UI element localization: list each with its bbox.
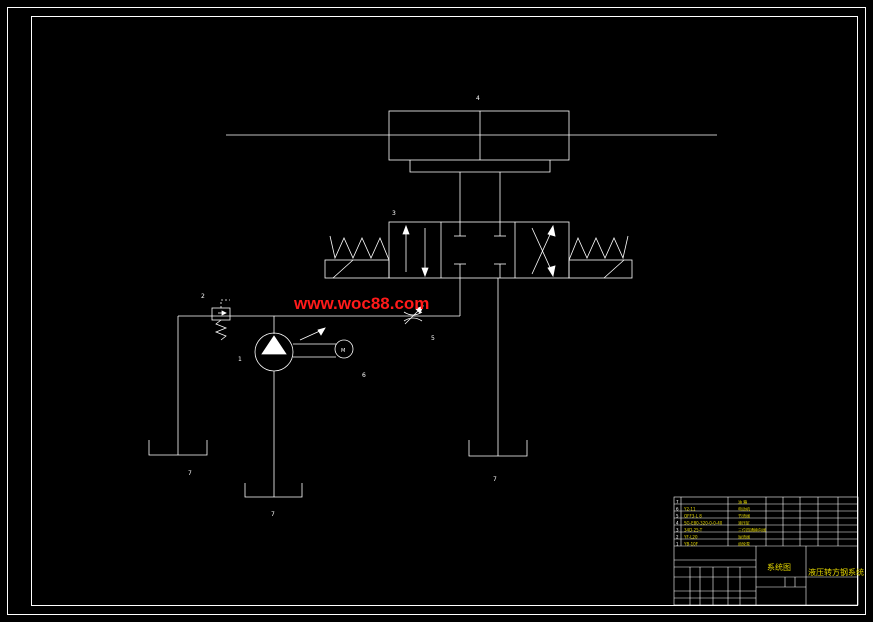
- parts-row-code: SG-E80-320-0-0-40: [684, 521, 723, 526]
- return-line: [468, 278, 528, 457]
- label-valve: 3: [392, 210, 396, 217]
- parts-row-code: Y2-11: [683, 507, 696, 512]
- inner-frame: [31, 16, 858, 606]
- watermark: www.woc88.com: [293, 294, 429, 313]
- parts-row-code: YF-L20: [683, 535, 698, 540]
- parts-row-name: 三位四通换向阀: [738, 527, 766, 533]
- label-relief-valve: 2: [201, 293, 205, 300]
- project-name: 液压转方钢系统: [808, 567, 864, 577]
- parts-row-name: 液压缸: [738, 520, 750, 526]
- label-throttle: 5: [431, 335, 435, 342]
- parts-row-no: 2: [676, 535, 679, 540]
- parts-row-name: 齿轮泵: [738, 541, 750, 547]
- relief-valve: [148, 299, 231, 456]
- parts-row-no: 6: [676, 507, 679, 512]
- label-pump: 1: [238, 356, 242, 363]
- hydraulic-cylinder: [226, 110, 717, 173]
- parts-row-code: QFF3-L 8: [684, 514, 702, 519]
- parts-row-no: 7: [676, 500, 679, 505]
- label-cylinder: 4: [476, 95, 480, 102]
- parts-row-no: 4: [676, 521, 679, 526]
- parts-row-name: 油 箱: [738, 499, 747, 505]
- drawing-name: 系统图: [767, 562, 791, 572]
- pump-assembly: [244, 316, 354, 498]
- directional-valve: [324, 221, 633, 279]
- pressure-line: [178, 278, 461, 325]
- parts-row-name: 溢流阀: [738, 534, 750, 540]
- parts-row-code: YB-10F: [683, 542, 699, 547]
- label-tank-right: 7: [493, 476, 497, 483]
- parts-row-no: 5: [676, 514, 679, 519]
- parts-row-no: 1: [676, 542, 679, 547]
- parts-row-no: 3: [676, 528, 679, 533]
- label-tank-left: 7: [188, 470, 192, 477]
- motor-symbol: M: [341, 348, 345, 354]
- outer-frame: [7, 7, 866, 615]
- parts-row-name: 电动机: [738, 506, 750, 512]
- label-motor: 6: [362, 372, 366, 379]
- title-block: 7 油 箱 6 Y2-11 电动机 5 QFF3-L 8 节流阀 4 SG-E80-320-0-0…: [673, 496, 864, 606]
- label-tank-center: 7: [271, 511, 275, 518]
- parts-row-name: 节流阀: [738, 513, 750, 519]
- cylinder-ports: [459, 172, 501, 222]
- parts-row-code: 34D-25-T: [684, 528, 703, 533]
